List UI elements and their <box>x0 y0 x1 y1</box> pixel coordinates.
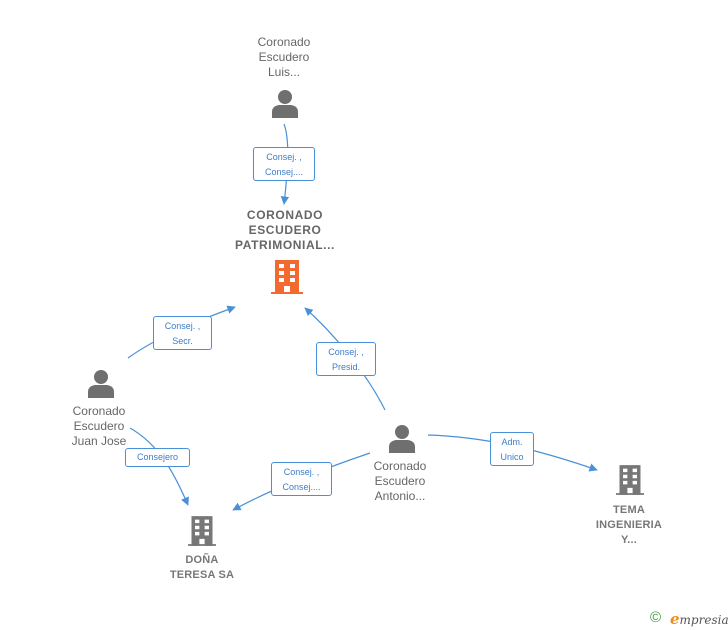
node-luis-line-2: Escudero <box>258 50 310 64</box>
edge-label-antonio-main-line-2: Presid. <box>331 362 360 372</box>
node-tema-line-3: Y... <box>620 534 638 546</box>
node-dona-teresa-label[interactable]: DOÑA TERESA SA <box>160 553 244 583</box>
node-antonio-line-2: Escudero <box>374 474 426 488</box>
node-juan-jose-line-1: Coronado <box>72 404 126 418</box>
person-icon[interactable] <box>388 424 416 454</box>
edge-label-antonio-main-line-1: Consej. , <box>328 347 364 357</box>
node-main-label[interactable]: CORONADO ESCUDERO PATRIMONIAL... <box>226 208 344 253</box>
edge-label-antonio-main[interactable]: Consej. , Presid. <box>316 342 376 376</box>
node-luis-line-3: Luis... <box>267 65 300 79</box>
building-icon[interactable] <box>616 463 644 497</box>
edge-label-juan-dona-line-1: Consejero <box>136 452 179 462</box>
edge-label-antonio-tema-line-2: Unico <box>500 452 524 462</box>
copyright-icon: © <box>650 609 662 626</box>
building-icon[interactable] <box>188 514 216 548</box>
building-icon[interactable] <box>271 260 303 294</box>
person-icon[interactable] <box>87 369 115 399</box>
node-tema-line-1: TEMA <box>613 504 645 516</box>
node-antonio-label[interactable]: Coronado Escudero Antonio... <box>360 459 440 504</box>
brand-initial: e <box>670 610 680 628</box>
node-dona-teresa-line-1: DOÑA <box>185 554 219 566</box>
node-tema-label[interactable]: TEMA INGENIERIA Y... <box>584 503 674 548</box>
edge-label-antonio-tema-line-1: Adm. <box>501 437 523 447</box>
person-icon[interactable] <box>271 89 299 119</box>
node-tema-line-2: INGENIERIA <box>595 519 663 531</box>
node-main-line-3: PATRIMONIAL... <box>235 238 335 252</box>
edge-label-juan-main[interactable]: Consej. , Secr. <box>153 316 212 350</box>
footer-brand[interactable]: © empresia <box>648 608 728 628</box>
edge-label-antonio-dona-line-2: Consej.... <box>282 482 321 492</box>
edge-label-juan-main-line-2: Secr. <box>172 336 193 346</box>
node-main-line-1: CORONADO <box>246 208 324 222</box>
node-antonio-line-3: Antonio... <box>374 489 426 503</box>
node-juan-jose-line-3: Juan Jose <box>71 434 127 448</box>
edge-label-juan-main-line-1: Consej. , <box>164 321 201 331</box>
edge-label-luis-main-line-2: Consej.... <box>264 167 304 177</box>
edge-label-juan-dona[interactable]: Consejero <box>125 448 190 467</box>
brand-rest: mpresia <box>679 613 728 627</box>
node-juan-jose-label[interactable]: Coronado Escudero Juan Jose <box>59 404 139 449</box>
brand-logo: empresia <box>670 610 728 628</box>
node-luis-line-1: Coronado <box>257 35 311 49</box>
edge-label-antonio-dona[interactable]: Consej. , Consej.... <box>271 462 332 496</box>
edge-label-antonio-tema[interactable]: Adm. Unico <box>490 432 534 466</box>
edge-label-luis-main-line-1: Consej. , <box>266 152 302 162</box>
edge-label-luis-main[interactable]: Consej. , Consej.... <box>253 147 315 181</box>
node-dona-teresa-line-2: TERESA SA <box>169 569 235 581</box>
node-juan-jose-line-2: Escudero <box>73 419 125 433</box>
node-antonio-line-1: Coronado <box>373 459 427 473</box>
node-main-line-2: ESCUDERO <box>248 223 322 237</box>
edge-label-antonio-dona-line-1: Consej. , <box>283 467 320 477</box>
node-luis-label[interactable]: Coronado Escudero Luis... <box>244 35 324 80</box>
